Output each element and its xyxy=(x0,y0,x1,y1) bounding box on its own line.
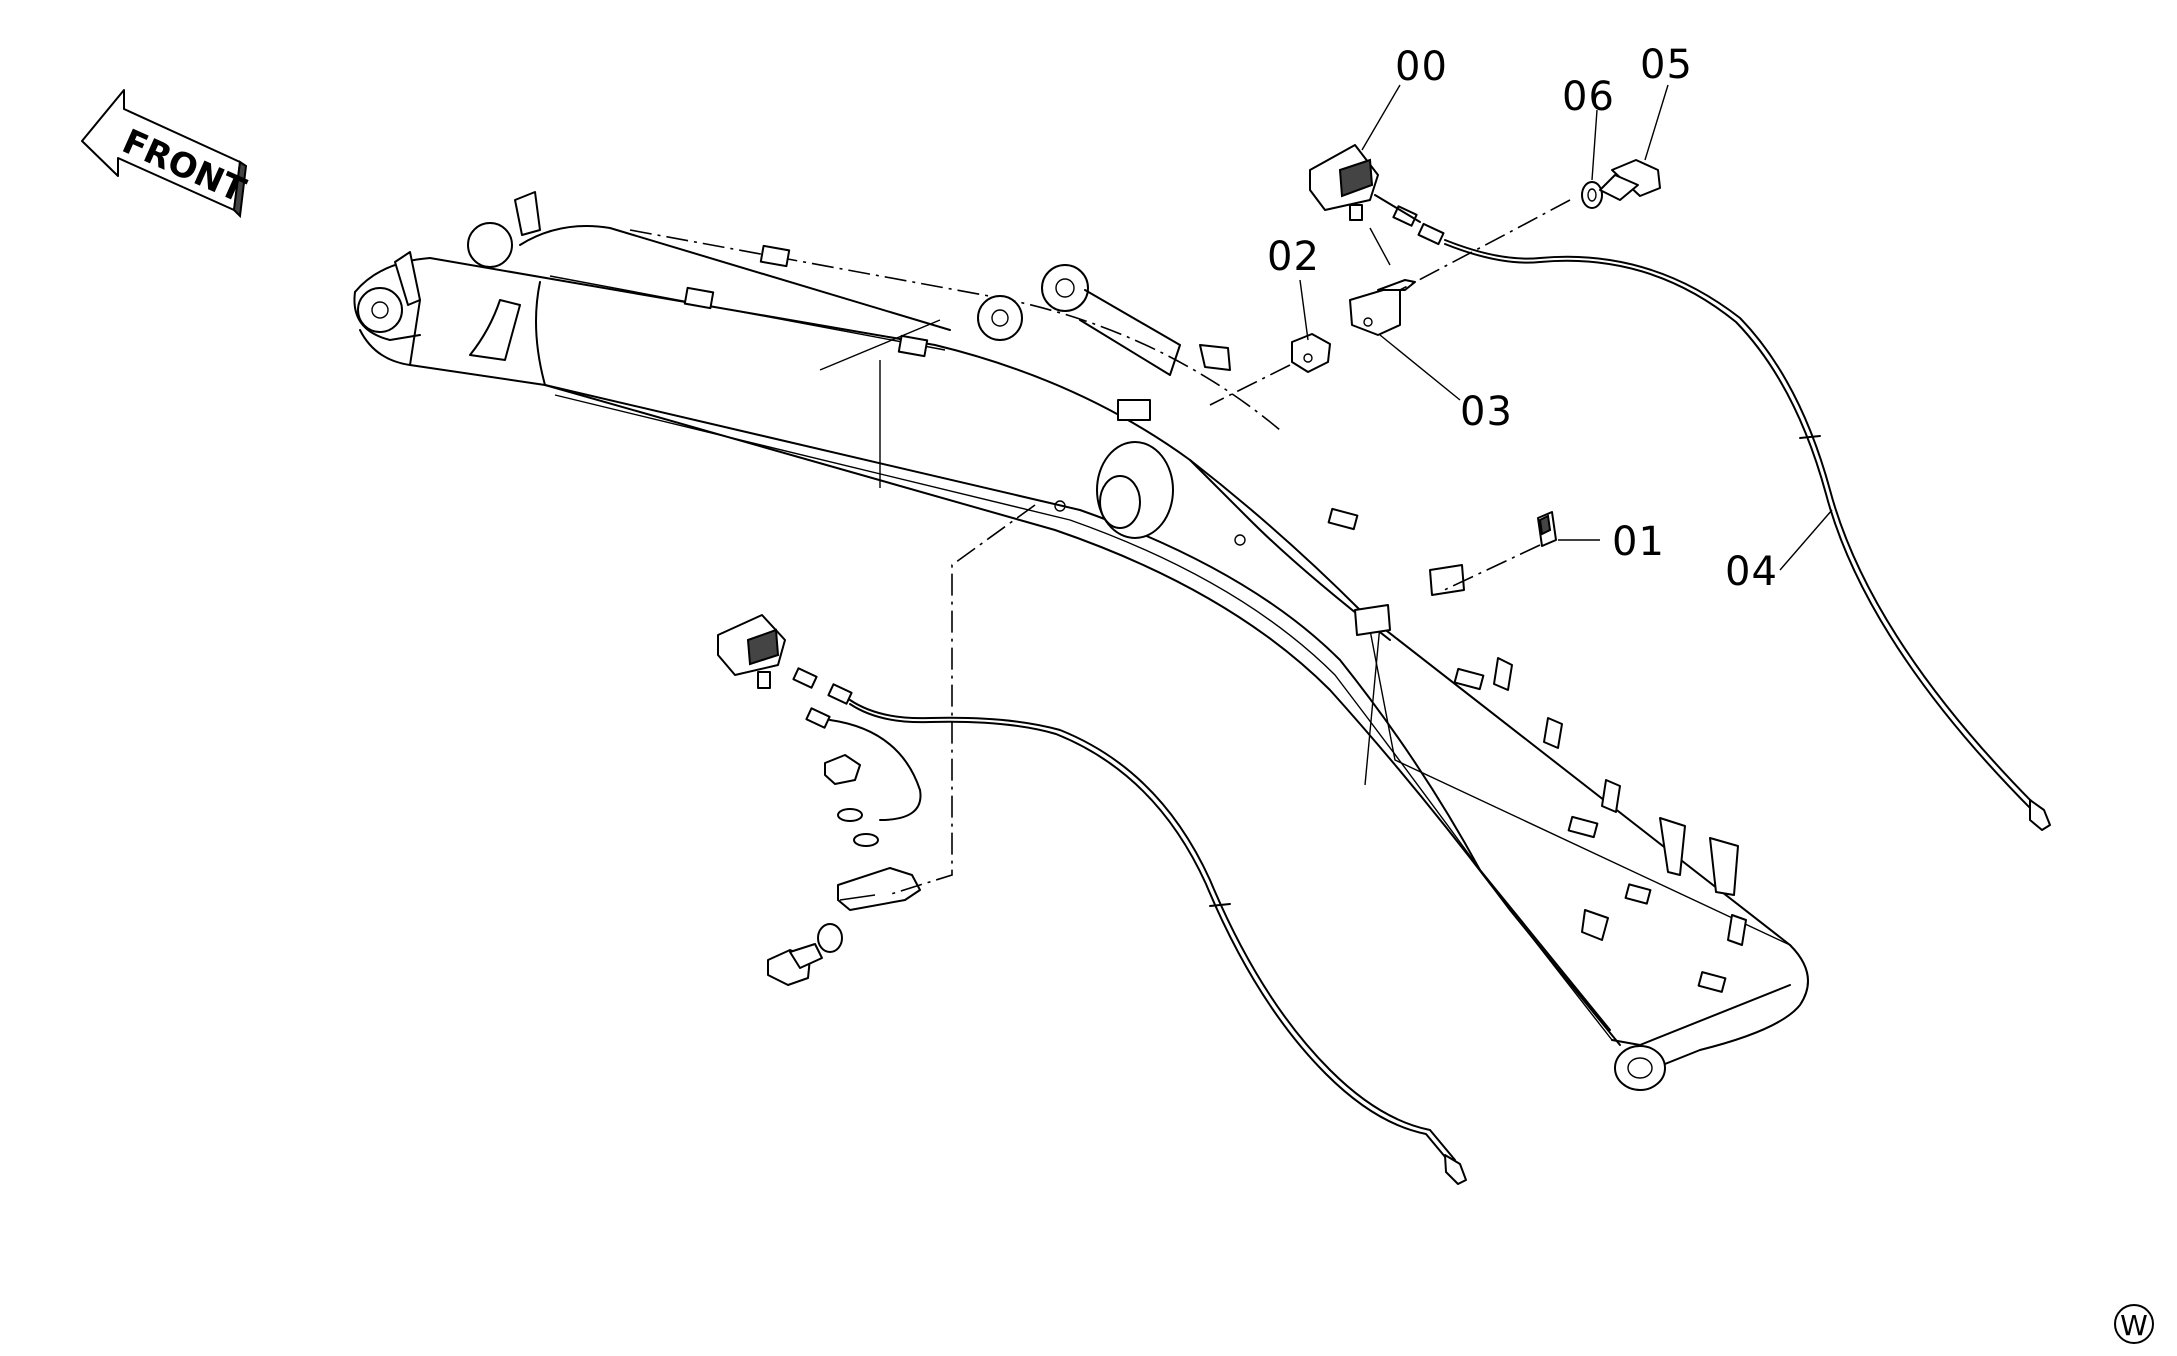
cylinder-mount xyxy=(977,264,1181,376)
washer-06 xyxy=(1581,181,1603,209)
lower-hardware xyxy=(767,754,921,986)
spacer-02 xyxy=(1291,333,1331,373)
front-arrow-label: FRONT xyxy=(116,122,252,212)
w-mark: W xyxy=(2114,1304,2154,1344)
cable-04 xyxy=(1444,239,2051,831)
tip-pin-boss xyxy=(1614,1045,1666,1091)
front-arrow: FRONT xyxy=(81,89,252,219)
work-light-upper xyxy=(1309,144,1445,246)
callout-00: 00 xyxy=(1395,44,1448,90)
callout-04: 04 xyxy=(1725,549,1778,595)
hose-clamps xyxy=(683,244,1747,993)
boom-body xyxy=(353,225,1809,1079)
foot-pin-boss xyxy=(1054,441,1246,546)
callout-03: 03 xyxy=(1460,389,1513,435)
callout-01: 01 xyxy=(1612,519,1665,565)
bolt-05 xyxy=(1599,159,1661,201)
light-bracket-upper xyxy=(1349,279,1416,336)
w-mark-letter: W xyxy=(2120,1309,2148,1342)
bracket-01 xyxy=(1537,511,1557,547)
callout-05: 05 xyxy=(1640,42,1693,88)
callout-02: 02 xyxy=(1267,234,1320,280)
callout-leaders xyxy=(1299,84,1833,571)
callout-06: 06 xyxy=(1562,74,1615,120)
leader-lines xyxy=(839,199,1571,901)
rear-bracket xyxy=(357,191,541,361)
work-light-lower xyxy=(717,614,1467,1185)
